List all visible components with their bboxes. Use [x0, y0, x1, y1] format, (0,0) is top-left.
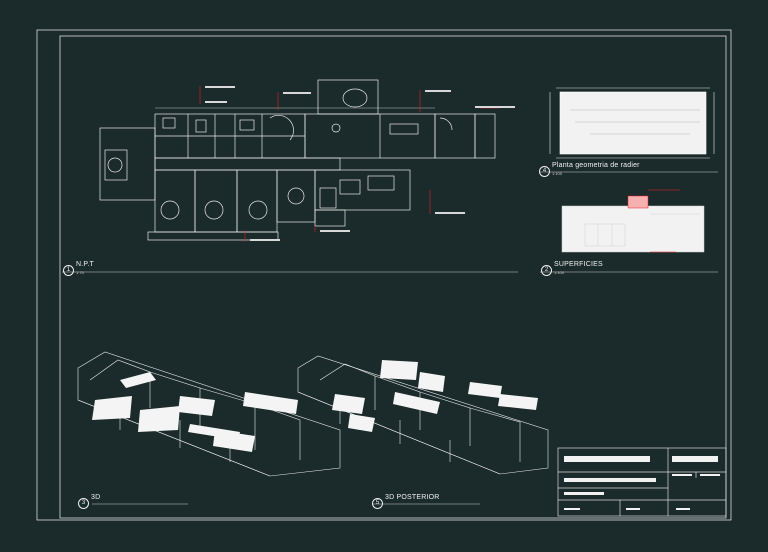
title-block [557, 447, 727, 517]
superficies-plan [561, 195, 705, 253]
annotation-callouts [199, 86, 500, 242]
annotation-text-blocks [205, 86, 515, 241]
view2-number: 2 [541, 265, 552, 276]
radier-plan [549, 87, 715, 159]
3d-view-surfaces [92, 372, 298, 452]
title-block-text [564, 456, 720, 510]
view4-title: Planta geometria de radier [552, 162, 640, 169]
floor-plan-npt [99, 79, 496, 241]
inner-border [59, 35, 727, 519]
view5-number: 5 [372, 498, 383, 509]
view1-scale: 1:75 [76, 270, 84, 275]
view4-number: 4 [539, 166, 550, 177]
outer-border [36, 29, 732, 521]
view5-title: 3D POSTERIOR [385, 494, 440, 501]
radier-interior-lines [570, 109, 700, 135]
view2-title: SUPERFICIES [554, 261, 603, 268]
3d-posterior-view [297, 355, 549, 475]
view2-scale: 1:100 [554, 270, 565, 275]
view3-title: 3D [91, 494, 101, 501]
superficies-callouts [648, 189, 680, 253]
view1-title: N.P.T [76, 261, 94, 268]
view3-number: 3 [78, 498, 89, 509]
3d-posterior-surfaces [332, 360, 538, 432]
view1-number: 1 [63, 265, 74, 276]
view4-scale: 1:100 [552, 171, 563, 176]
